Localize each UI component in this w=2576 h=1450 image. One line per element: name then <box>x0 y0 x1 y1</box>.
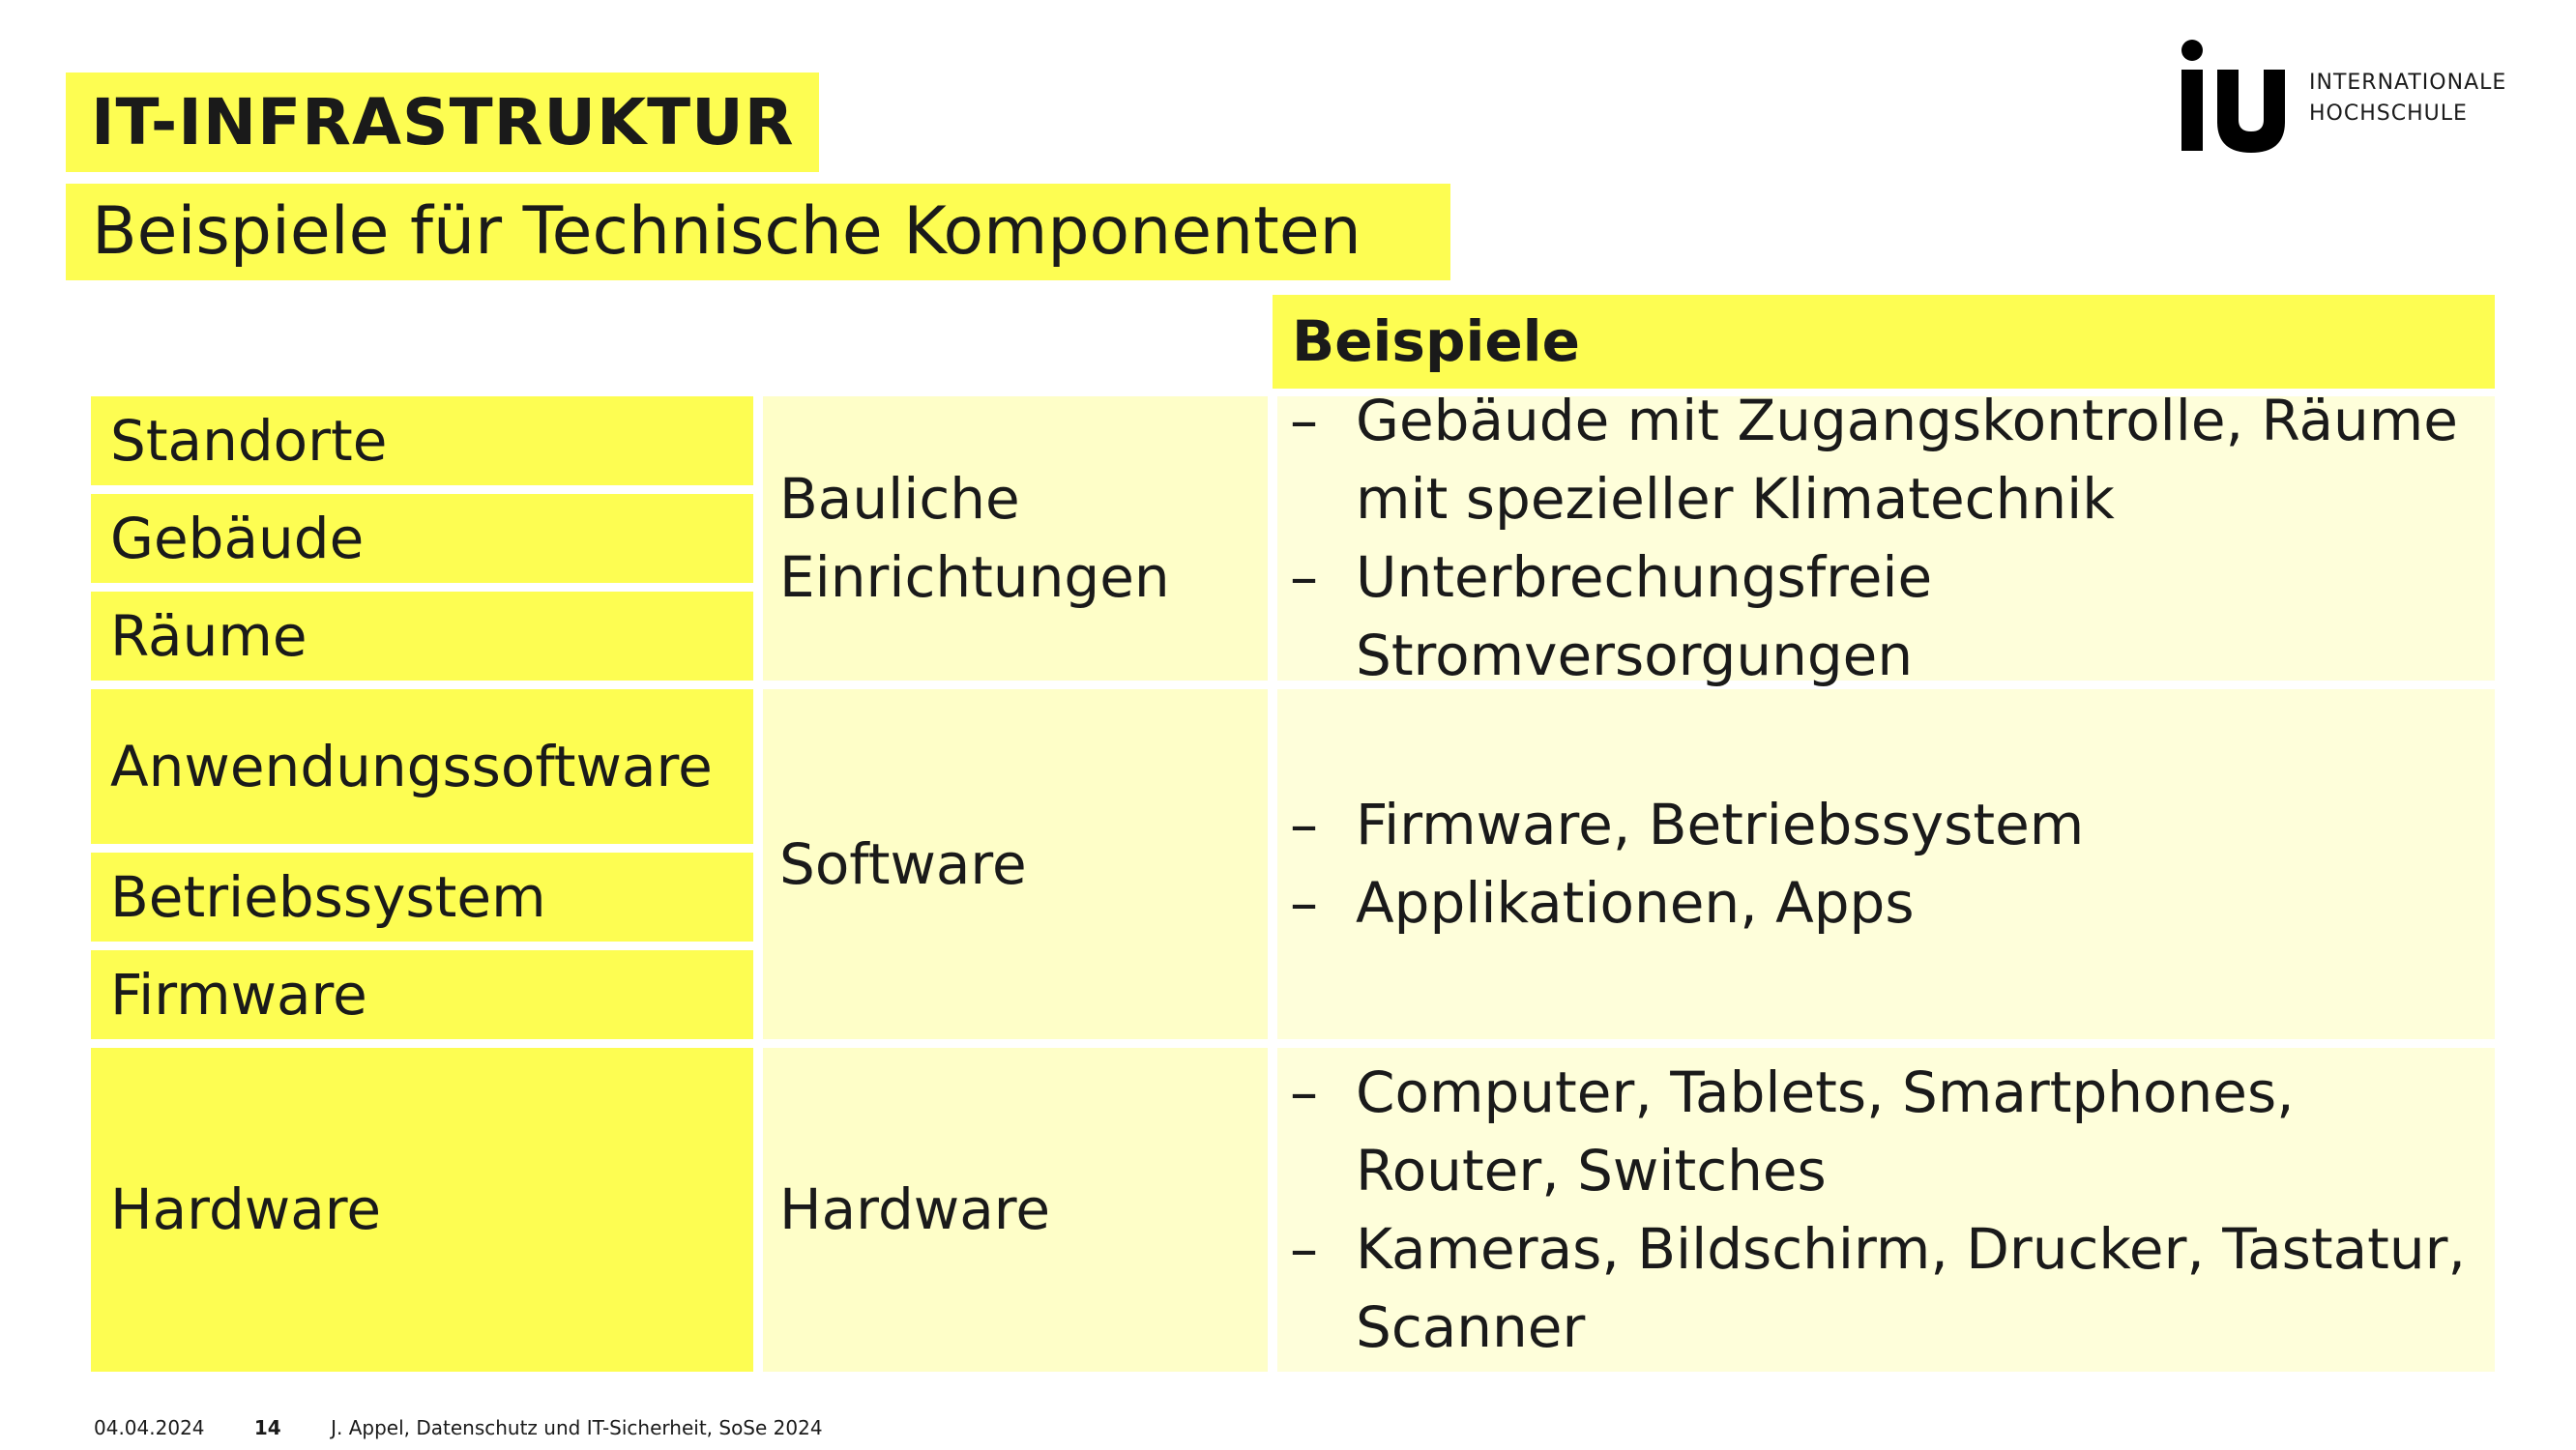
example-item: Kameras, Bildschirm, Drucker, Tastatur, … <box>1290 1210 2495 1367</box>
category-label: Software <box>779 830 1027 897</box>
category-label: Hardware <box>779 1176 1051 1242</box>
examples-cell: Gebäude mit Zugangskontrolle, Räume mit … <box>1277 382 2495 688</box>
category-cell: Hardware <box>763 1048 1268 1372</box>
component-label: Räume <box>110 602 307 669</box>
examples-list: Firmware, Betriebssystem Applikationen, … <box>1290 786 2084 942</box>
category-cell: Bauliche Einrichtungen <box>763 396 1268 681</box>
component-label: Firmware <box>110 961 367 1028</box>
footer-date: 04.04.2024 <box>94 1416 205 1439</box>
component-cell: Räume <box>91 592 753 681</box>
logo-line-2: HOCHSCHULE <box>2309 102 2468 126</box>
slide-subtitle: Beispiele für Technische Komponenten <box>66 184 1450 280</box>
component-label: Anwendungssoftware <box>110 733 713 799</box>
category-cell: Software <box>763 689 1268 1039</box>
footer-text: J. Appel, Datenschutz und IT-Sicherheit,… <box>331 1416 823 1439</box>
iu-logo: INTERNATIONALE HOCHSCHULE <box>2181 39 2509 164</box>
slide-footer: 04.04.2024 14 J. Appel, Datenschutz und … <box>94 1416 866 1439</box>
example-item: Firmware, Betriebssystem <box>1290 786 2084 864</box>
component-cell: Gebäude <box>91 494 753 583</box>
component-cell: Hardware <box>91 1048 753 1372</box>
category-label: Bauliche Einrichtungen <box>779 466 1170 610</box>
example-item: Gebäude mit Zugangskontrolle, Räume mit … <box>1290 382 2495 538</box>
example-item: Computer, Tablets, Smartphones, Router, … <box>1290 1054 2495 1210</box>
component-label: Hardware <box>110 1176 382 1242</box>
component-cell: Betriebssystem <box>91 853 753 942</box>
component-label: Standorte <box>110 407 388 474</box>
component-label: Gebäude <box>110 505 365 571</box>
examples-cell: Firmware, Betriebssystem Applikationen, … <box>1277 689 2495 1039</box>
page-number: 14 <box>253 1416 281 1439</box>
component-cell: Anwendungssoftware <box>91 689 753 844</box>
logo-text: INTERNATIONALE HOCHSCHULE <box>2309 68 2506 130</box>
examples-list: Gebäude mit Zugangskontrolle, Räume mit … <box>1290 382 2495 695</box>
example-item: Applikationen, Apps <box>1290 864 2084 942</box>
examples-list: Computer, Tablets, Smartphones, Router, … <box>1290 1054 2495 1367</box>
logo-line-1: INTERNATIONALE <box>2309 71 2507 95</box>
examples-cell: Computer, Tablets, Smartphones, Router, … <box>1277 1048 2495 1372</box>
slide-title: IT-INFRASTRUKTUR <box>66 72 819 172</box>
component-label: Betriebssystem <box>110 863 546 930</box>
example-item: Unterbrechungsfreie Stromversorgungen <box>1290 538 2495 695</box>
iu-logo-mark-icon <box>2181 40 2285 153</box>
examples-column-header: Beispiele <box>1273 295 2495 389</box>
component-cell: Standorte <box>91 396 753 485</box>
component-cell: Firmware <box>91 950 753 1039</box>
